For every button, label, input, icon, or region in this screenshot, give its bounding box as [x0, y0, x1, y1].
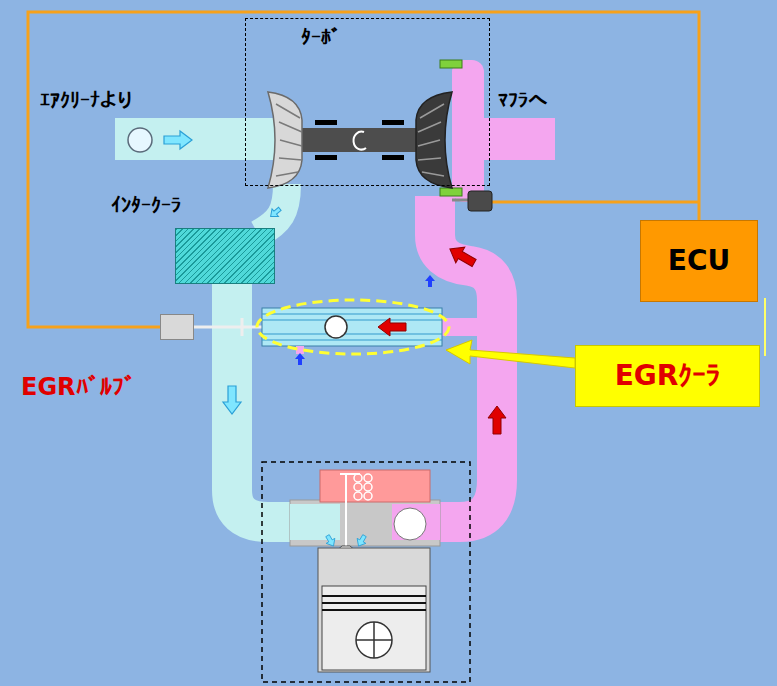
part-label: ﾏﾌﾗへ [498, 88, 548, 112]
compressor-wheel [268, 92, 302, 188]
bearing-mark [315, 120, 337, 125]
coolant-flow-arrow [425, 275, 435, 287]
valve-spring [364, 474, 372, 482]
node-label: EGRﾊﾞﾙﾌﾞ [21, 373, 136, 402]
turbo-shaft [300, 128, 418, 152]
air-inlet-symbol [128, 128, 152, 152]
cooler-fins [262, 314, 442, 340]
bearing-mark [382, 155, 404, 160]
exhaust-outlet-pipe [470, 118, 555, 160]
intake-pipe [115, 118, 275, 160]
air-flow-arrow [323, 533, 338, 548]
crank-pin [356, 622, 392, 658]
callout-leader [446, 340, 575, 368]
air-flow-arrow [354, 533, 369, 548]
air-flow-arrow [223, 386, 241, 414]
wastegate-part [440, 188, 462, 196]
piston-rings [322, 596, 426, 610]
crank-cross [356, 622, 392, 658]
signal-wire [28, 12, 699, 327]
wastegate-part [440, 60, 462, 68]
cylinder-head [320, 470, 430, 502]
valve-spring [354, 474, 362, 482]
exhaust-port [392, 504, 440, 540]
node-label: EGRｸｰﾗ [615, 359, 721, 393]
engine-region [262, 462, 470, 682]
egr-pipe [194, 326, 262, 329]
intake-port [290, 504, 340, 540]
actuator-wire [492, 201, 699, 204]
coolant-port [296, 346, 304, 354]
ecu-box: ECU [640, 220, 758, 302]
intercooler-box: ｲﾝﾀｰｸｰﾗ [175, 228, 275, 284]
part-label: ｴｱｸﾘｰﾅより [40, 88, 133, 112]
cylinder [318, 548, 430, 672]
coolant-flow-arrow [295, 353, 305, 365]
intake-valve-stem [340, 474, 360, 548]
node-label: ﾀｰﾎﾞ [301, 25, 341, 49]
node-label: ｲﾝﾀｰｸｰﾗ [111, 193, 181, 217]
node-label: ECU [668, 244, 730, 278]
valve-spring [354, 492, 362, 500]
egr-cooler [262, 308, 442, 346]
turbine-fins [418, 104, 444, 176]
exhaust-flow-arrow [445, 241, 478, 271]
valve-spring [364, 492, 372, 500]
rotation-symbol [354, 132, 366, 150]
egr-pipe-joint [241, 318, 244, 336]
actuator-rod [452, 199, 468, 202]
compressor-fins [276, 104, 302, 176]
callout-box: EGRｸｰﾗ [575, 345, 760, 407]
edge-tick [764, 298, 766, 356]
exhaust-valve [394, 508, 426, 540]
valve-spring [354, 483, 362, 491]
compressor-outlet-pipe [258, 184, 287, 234]
valve-spring [364, 483, 372, 491]
piston [322, 586, 426, 670]
turbine-wheel [416, 92, 452, 188]
air-flow-arrow [267, 205, 283, 220]
egr-flow-arrow [378, 318, 406, 336]
highlight-ellipse [257, 300, 449, 354]
bearing-mark [315, 155, 337, 160]
bearing-mark [382, 120, 404, 125]
cooler-core-symbol [325, 316, 347, 338]
egr-valve-box: EGRﾊﾞﾙﾌﾞ [160, 314, 194, 340]
turbo-region: ﾀｰﾎﾞ [245, 18, 490, 186]
air-flow-arrow [164, 131, 192, 149]
exhaust-flow-arrow [488, 406, 506, 434]
actuator-symbol [468, 191, 492, 211]
